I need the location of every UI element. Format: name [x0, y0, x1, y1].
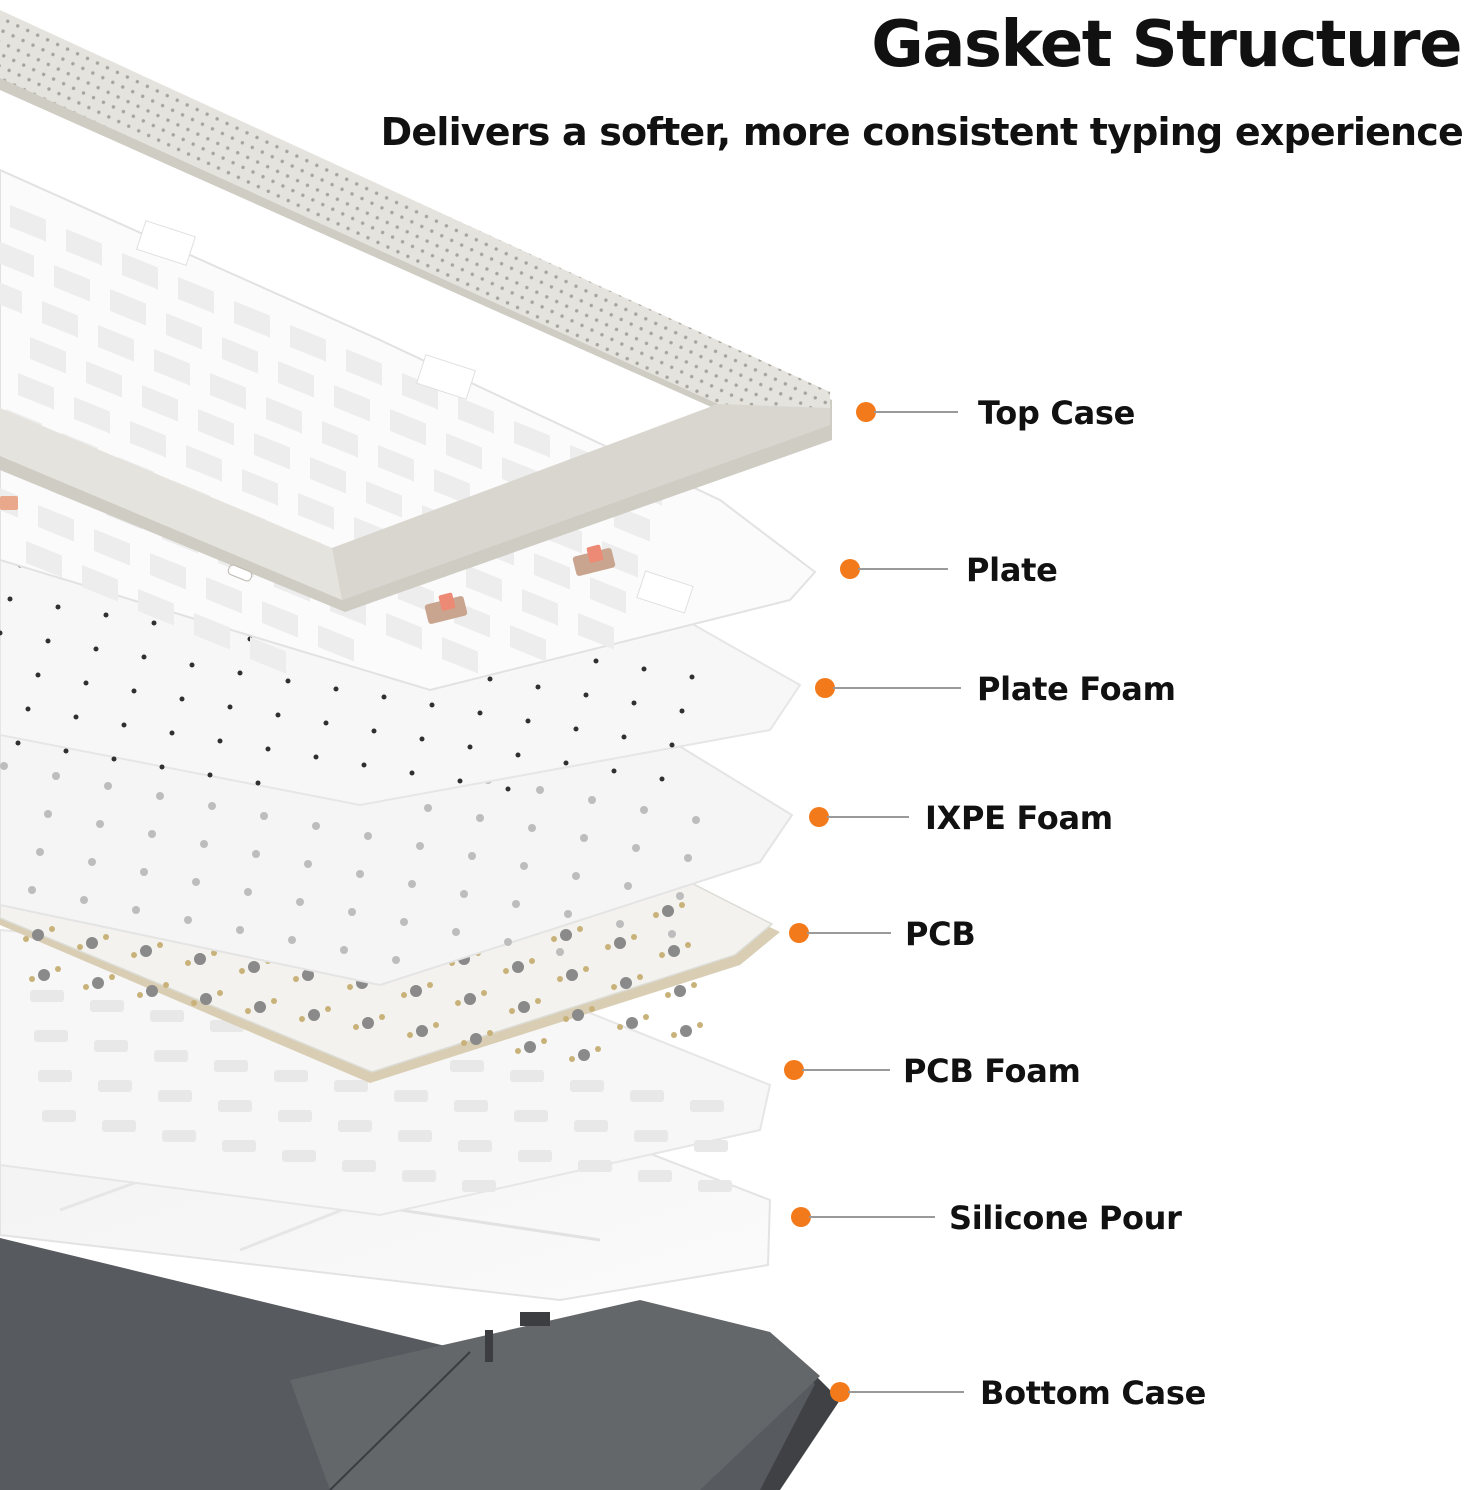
leader-line [874, 411, 958, 413]
layer-label-pcb-foam: PCB Foam [903, 1052, 1081, 1090]
page-subtitle: Delivers a softer, more consistent typin… [380, 110, 1464, 154]
leader-line [848, 1391, 964, 1393]
bottom-case-layer [0, 1238, 840, 1490]
layer-label-top-case: Top Case [978, 394, 1136, 432]
callout-dot-icon [830, 1382, 850, 1402]
callout-ixpe-foam: IXPE Foam [809, 799, 1129, 837]
top-case-layer [0, 10, 832, 612]
leader-line [802, 1069, 890, 1071]
leader-line [809, 1216, 935, 1218]
leader-line [807, 932, 891, 934]
callout-plate-foam: Plate Foam [815, 670, 1195, 708]
layer-label-silicone-pour: Silicone Pour [949, 1199, 1182, 1237]
layer-label-plate: Plate [966, 551, 1058, 589]
callout-bottom-case: Bottom Case [830, 1374, 1230, 1412]
callout-dot-icon [815, 678, 835, 698]
layer-label-ixpe-foam: IXPE Foam [925, 799, 1113, 837]
callout-plate: Plate [840, 551, 1080, 589]
leader-line [833, 687, 961, 689]
page-title: Gasket Structure [871, 8, 1462, 82]
callout-dot-icon [840, 559, 860, 579]
layer-label-bottom-case: Bottom Case [980, 1374, 1206, 1412]
callout-dot-icon [809, 807, 829, 827]
leader-line [827, 816, 909, 818]
callout-dot-icon [789, 923, 809, 943]
callout-pcb-foam: PCB Foam [784, 1052, 1104, 1090]
callout-dot-icon [791, 1207, 811, 1227]
callout-top-case: Top Case [856, 394, 1156, 432]
callout-pcb: PCB [789, 915, 989, 953]
leader-line [858, 568, 948, 570]
layer-label-plate-foam: Plate Foam [977, 670, 1176, 708]
callout-dot-icon [784, 1060, 804, 1080]
callout-silicone-pour: Silicone Pour [791, 1199, 1211, 1237]
layer-label-pcb: PCB [905, 915, 976, 953]
callout-dot-icon [856, 402, 876, 422]
